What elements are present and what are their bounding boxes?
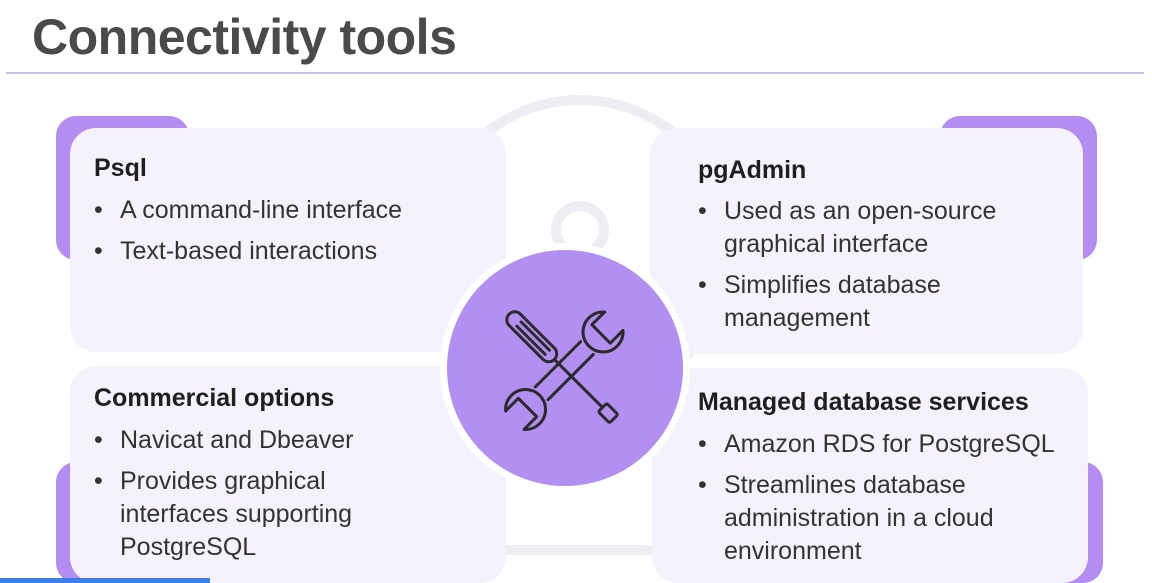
card-title-pgadmin: pgAdmin — [698, 156, 807, 184]
list-item: A command-line interface — [94, 194, 494, 227]
tools-icon — [504, 310, 625, 431]
list-item: Provides graphical interfaces supporting… — [94, 465, 434, 564]
card-title-managed: Managed database services — [698, 388, 1029, 416]
card-title-commercial: Commercial options — [94, 384, 335, 412]
bullet-list-commercial: Navicat and Dbeaver Provides graphical i… — [94, 424, 434, 572]
bullet-list-psql: A command-line interface Text-based inte… — [94, 194, 494, 276]
list-item: Amazon RDS for PostgreSQL — [698, 428, 1078, 461]
card-psql: Psql A command-line interface Text-based… — [70, 128, 506, 352]
list-item: Streamlines database administration in a… — [698, 469, 1078, 568]
list-item: Simplifies database management — [698, 269, 1058, 335]
card-managed: Managed database services Amazon RDS for… — [652, 368, 1088, 583]
progress-bar — [0, 578, 210, 583]
list-item: Navicat and Dbeaver — [94, 424, 434, 457]
list-item: Used as an open-source graphical interfa… — [698, 195, 1058, 261]
list-item: Text-based interactions — [94, 235, 494, 268]
title-divider — [6, 72, 1144, 74]
bullet-list-pgadmin: Used as an open-source graphical interfa… — [698, 195, 1058, 343]
card-pgadmin: pgAdmin Used as an open-source graphical… — [650, 128, 1083, 354]
page-title: Connectivity tools — [32, 9, 457, 65]
bullet-list-managed: Amazon RDS for PostgreSQL Streamlines da… — [698, 428, 1078, 576]
card-commercial: Commercial options Navicat and Dbeaver P… — [70, 366, 506, 583]
card-title-psql: Psql — [94, 154, 147, 182]
